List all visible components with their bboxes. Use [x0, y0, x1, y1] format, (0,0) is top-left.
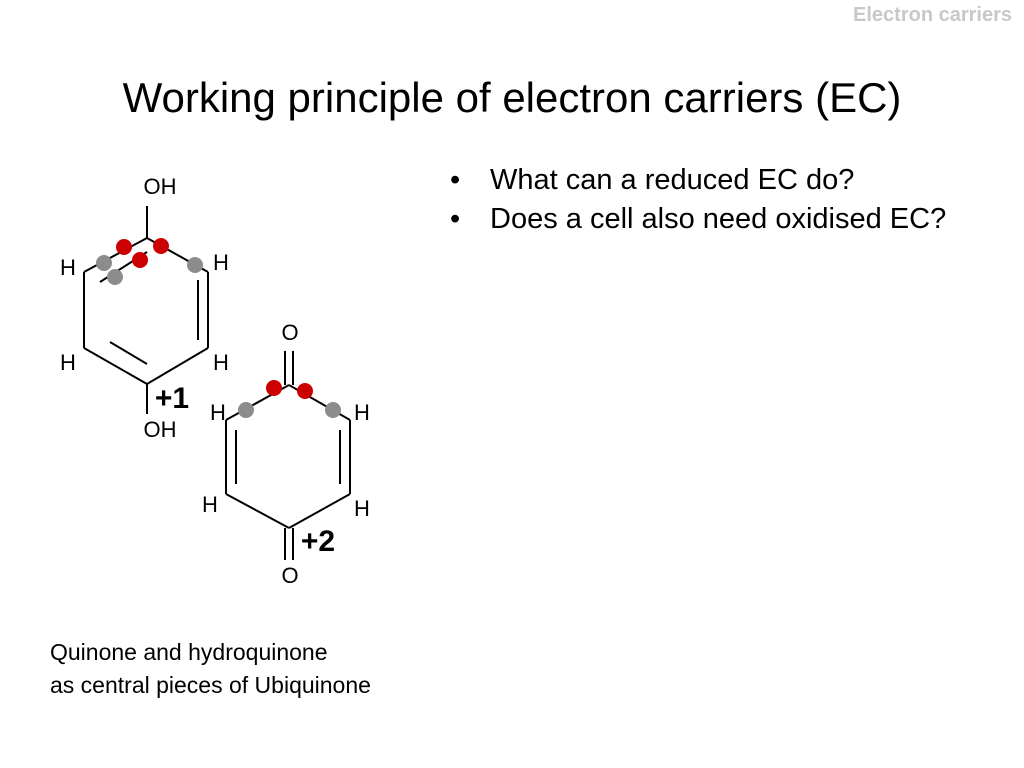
electron-gray: [107, 269, 123, 285]
hydroquinone-molecule: [83, 206, 209, 414]
figure-caption: Quinone and hydroquinone as central piec…: [50, 636, 371, 702]
atom-label: H: [210, 400, 226, 425]
ring-bond: [83, 237, 148, 273]
charge-label: +2: [301, 525, 335, 558]
atom-label: OH: [144, 417, 177, 442]
electron-gray: [325, 402, 341, 418]
electron-red: [153, 238, 169, 254]
atom-label: H: [60, 350, 76, 375]
atom-label: H: [213, 250, 229, 275]
caption-line: as central pieces of Ubiquinone: [50, 672, 371, 698]
slide-title: Working principle of electron carriers (…: [122, 74, 902, 121]
hydroquinone-electrons: [96, 238, 203, 285]
quinone-molecule: [225, 351, 351, 560]
electron-gray: [238, 402, 254, 418]
electron-gray: [96, 255, 112, 271]
atom-label: H: [60, 255, 76, 280]
ring-bond: [288, 493, 351, 529]
atom-label: H: [354, 496, 370, 521]
electron-red: [297, 383, 313, 399]
caption-line: Quinone and hydroquinone: [50, 639, 328, 665]
electron-red: [132, 252, 148, 268]
atom-label: O: [281, 320, 298, 345]
atom-label: O: [281, 563, 298, 588]
ring-bond: [225, 493, 290, 529]
atom-label: H: [354, 400, 370, 425]
ring-bond: [83, 347, 148, 385]
atom-label: H: [213, 350, 229, 375]
bullet-item: Does a cell also need oxidised EC?: [450, 203, 970, 236]
quinone-electrons: [238, 380, 341, 418]
ring-double-bond: [109, 341, 148, 365]
bullet-item: What can a reduced EC do?: [450, 164, 970, 197]
charge-label: +1: [155, 382, 189, 415]
electron-red: [116, 239, 132, 255]
bullet-list: What can a reduced EC do? Does a cell al…: [450, 164, 970, 242]
atom-label: OH: [144, 174, 177, 199]
atom-label: H: [202, 492, 218, 517]
section-label: Electron carriers: [853, 4, 1012, 26]
electron-red: [266, 380, 282, 396]
electron-gray: [187, 257, 203, 273]
ring-bond: [146, 347, 209, 385]
